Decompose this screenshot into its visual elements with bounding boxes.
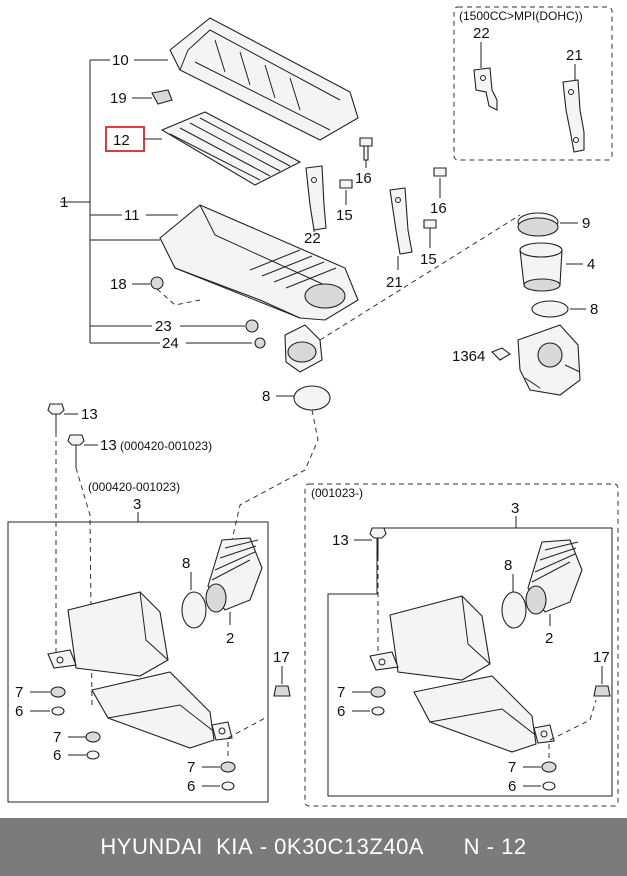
insulator-7e bbox=[541, 761, 557, 773]
callout-13b: 13 bbox=[100, 437, 117, 454]
callout-24: 24 bbox=[162, 335, 179, 352]
callout-17b: 17 bbox=[593, 649, 610, 666]
callout-16b: 16 bbox=[430, 200, 447, 217]
bracket-22-inset bbox=[473, 67, 498, 111]
collar-6e bbox=[542, 781, 556, 791]
resonator-left bbox=[67, 591, 169, 677]
parts-diagram: (1500CC>MPI(DOHC)) 22 21 1 10 19 12 11 1… bbox=[7, 6, 619, 807]
callout-2a: 2 bbox=[226, 630, 234, 647]
clamp-8b bbox=[293, 385, 331, 411]
callout-8d: 8 bbox=[504, 557, 512, 574]
collar-6c bbox=[221, 781, 235, 791]
resonator-right bbox=[389, 595, 491, 681]
footer-page: N - 12 bbox=[463, 834, 527, 859]
callout-21-inset: 21 bbox=[566, 47, 583, 64]
callout-19: 19 bbox=[110, 90, 127, 107]
nut-17a bbox=[273, 685, 291, 697]
clamp-8a bbox=[531, 300, 569, 318]
range-note-c: (001023-) bbox=[311, 486, 363, 500]
callout-13c: 13 bbox=[332, 532, 349, 549]
callout-12: 12 bbox=[113, 132, 130, 149]
callout-15a: 15 bbox=[336, 207, 353, 224]
inset-title: (1500CC>MPI(DOHC)) bbox=[459, 9, 583, 23]
bolt-15a bbox=[339, 179, 353, 189]
footer-separator: - bbox=[253, 834, 275, 859]
bolt-13a bbox=[47, 403, 65, 415]
range-note-a: (000420-001023) bbox=[120, 439, 212, 453]
callout-7c: 7 bbox=[187, 759, 195, 776]
insulator-23 bbox=[245, 319, 259, 333]
clip-19 bbox=[151, 89, 173, 105]
clamp-8c bbox=[181, 591, 207, 629]
callout-21: 21 bbox=[386, 274, 403, 291]
callout-7d: 7 bbox=[337, 684, 345, 701]
inset-frame-1500cc bbox=[453, 6, 613, 161]
callout-15b: 15 bbox=[420, 251, 437, 268]
air-filter-element bbox=[160, 111, 302, 186]
collar-6d bbox=[371, 706, 385, 716]
footer-brand: HYUNDAI KIA bbox=[100, 834, 254, 859]
frame-lower-left bbox=[7, 521, 269, 803]
callout-7b: 7 bbox=[53, 729, 61, 746]
collar-6a bbox=[51, 706, 65, 716]
footer-part-number: 0K30C13Z40A bbox=[274, 834, 424, 859]
callout-2b: 2 bbox=[545, 630, 553, 647]
callout-6d: 6 bbox=[337, 703, 345, 720]
bolt-13c bbox=[369, 527, 387, 539]
callout-6e: 6 bbox=[508, 778, 516, 795]
callout-1: 1 bbox=[60, 194, 68, 211]
callout-22: 22 bbox=[304, 230, 321, 247]
bushing-24 bbox=[254, 337, 266, 349]
nut-17b bbox=[593, 685, 611, 697]
callout-18: 18 bbox=[110, 276, 127, 293]
callout-7a: 7 bbox=[15, 684, 23, 701]
callout-13a: 13 bbox=[81, 406, 98, 423]
gasket-1364 bbox=[491, 347, 511, 361]
callout-6b: 6 bbox=[53, 747, 61, 764]
callout-9: 9 bbox=[582, 215, 590, 232]
bolt-15b bbox=[423, 219, 437, 229]
callout-10: 10 bbox=[112, 52, 129, 69]
callout-17a: 17 bbox=[273, 649, 290, 666]
frame-lower-right bbox=[327, 527, 613, 797]
insulator-7c bbox=[220, 761, 236, 773]
callout-8a: 8 bbox=[590, 301, 598, 318]
bracket-22 bbox=[305, 165, 327, 231]
frame-lower-right-dashed bbox=[304, 483, 619, 807]
insulator-7b bbox=[85, 731, 101, 743]
bracket-21-inset bbox=[562, 79, 585, 153]
callout-7e: 7 bbox=[508, 759, 516, 776]
bolt-16a bbox=[359, 137, 373, 161]
callout-6a: 6 bbox=[15, 703, 23, 720]
range-note-b: (000420-001023) bbox=[88, 480, 180, 494]
callout-3b: 3 bbox=[511, 500, 519, 517]
bracket-21 bbox=[389, 187, 413, 255]
callout-23: 23 bbox=[155, 318, 172, 335]
callout-8b: 8 bbox=[262, 388, 270, 405]
callout-1364: 1364 bbox=[452, 348, 485, 365]
grommet-18 bbox=[150, 276, 164, 290]
callout-16: 16 bbox=[355, 170, 372, 187]
callout-6c: 6 bbox=[187, 778, 195, 795]
callout-22-inset: 22 bbox=[473, 25, 490, 42]
callout-11: 11 bbox=[124, 207, 140, 224]
bolt-13b bbox=[67, 434, 85, 446]
callout-4: 4 bbox=[587, 256, 595, 273]
collar-6b bbox=[86, 750, 100, 760]
insulator-7a bbox=[50, 686, 66, 698]
part-number-footer: HYUNDAI KIA - 0K30C13Z40A N - 12 bbox=[0, 818, 627, 876]
callout-3a: 3 bbox=[133, 496, 141, 513]
clamp-8d bbox=[501, 591, 527, 629]
insulator-7d bbox=[370, 686, 386, 698]
callout-8c: 8 bbox=[182, 555, 190, 572]
bolt-16b bbox=[433, 167, 447, 177]
